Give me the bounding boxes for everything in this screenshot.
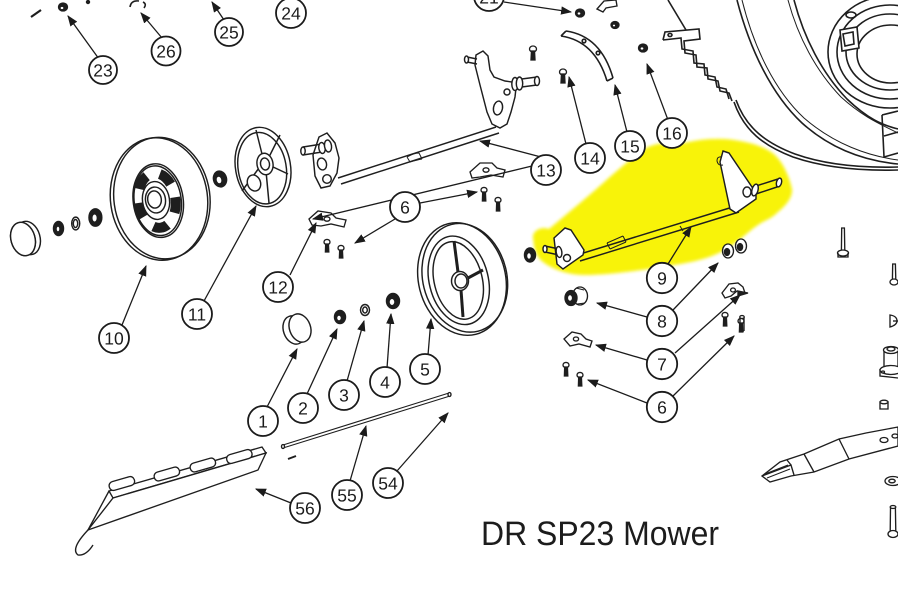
svg-text:3: 3 <box>339 385 349 405</box>
svg-text:24: 24 <box>281 3 301 23</box>
svg-text:1: 1 <box>258 411 268 431</box>
svg-text:DR SP23 Mower: DR SP23 Mower <box>481 515 719 553</box>
svg-text:10: 10 <box>104 328 124 348</box>
svg-text:6: 6 <box>657 397 667 417</box>
svg-text:6: 6 <box>400 197 410 217</box>
svg-text:11: 11 <box>188 304 206 324</box>
svg-text:7: 7 <box>657 354 667 374</box>
svg-text:54: 54 <box>378 473 398 493</box>
svg-text:8: 8 <box>657 311 667 331</box>
svg-text:16: 16 <box>662 123 681 143</box>
svg-text:9: 9 <box>657 268 667 288</box>
svg-text:14: 14 <box>580 148 600 168</box>
svg-text:15: 15 <box>620 136 639 156</box>
svg-text:25: 25 <box>219 22 238 42</box>
svg-text:23: 23 <box>93 60 112 80</box>
svg-text:12: 12 <box>268 277 287 297</box>
svg-text:13: 13 <box>536 160 555 180</box>
svg-text:5: 5 <box>420 359 430 379</box>
svg-text:4: 4 <box>380 372 390 392</box>
svg-text:55: 55 <box>337 485 356 505</box>
svg-text:26: 26 <box>156 41 175 61</box>
svg-text:2: 2 <box>298 398 308 418</box>
svg-text:21: 21 <box>479 0 498 7</box>
svg-text:56: 56 <box>295 498 314 518</box>
